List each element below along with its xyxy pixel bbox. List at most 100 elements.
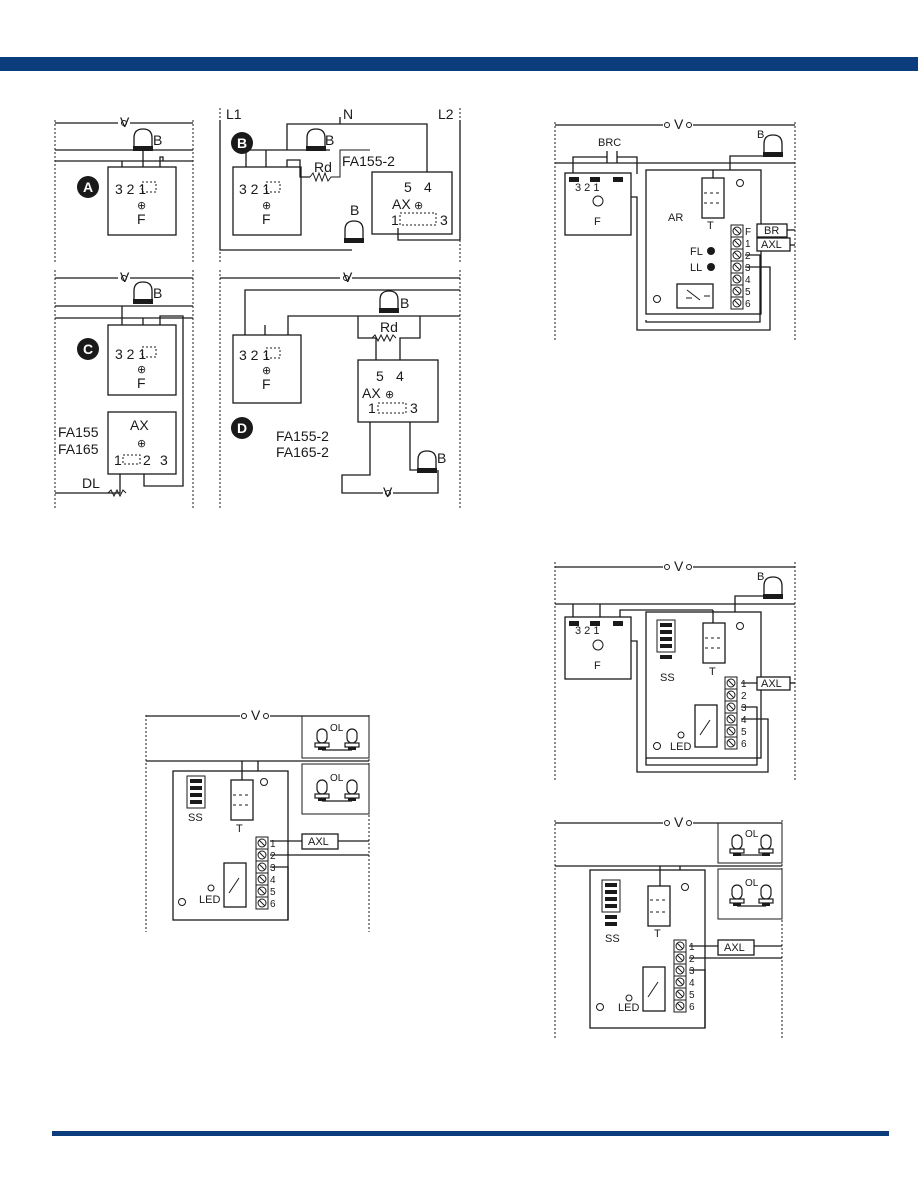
label-axl: AXL [724,942,745,954]
label-t: T [709,666,716,678]
footer-rule [52,1131,889,1136]
diagram-d: V B 3 2 1 ⊕ F Rd 5 4 AX ⊕ 1 3 V B D FA15… [219,269,461,510]
diagram-ss-ar: V B 3 2 1 F SS T LED 1 2 3 4 [554,558,796,782]
svg-text:1: 1 [741,679,747,690]
svg-text:3: 3 [689,966,695,977]
svg-text:4: 4 [689,978,695,989]
label-ax: AX [130,417,149,433]
label-ss: SS [188,812,203,824]
label-v: V [120,269,130,285]
terminals: 3 2 1 [575,182,599,194]
label-axl: AXL [761,678,782,690]
label-v: V [674,558,684,574]
ax-relay [107,411,177,475]
label-b: B [400,295,409,311]
bell-icon [305,128,327,152]
label-v: V [120,114,130,130]
svg-text:6: 6 [270,899,276,910]
label-fa165: FA165 [58,441,99,457]
label-led: LED [618,1002,639,1014]
svg-text:1: 1 [745,239,751,250]
terminal-t [701,177,725,219]
badge-b: B [237,135,247,151]
svg-text:5: 5 [270,887,276,898]
lamp-icon [314,728,330,751]
label-l2: L2 [438,106,454,122]
svg-text:4: 4 [741,715,747,726]
svg-text:⊕: ⊕ [385,389,394,401]
label-ol: OL [745,829,759,840]
lamp-icon [344,728,360,751]
label-ll: LL [690,262,702,274]
svg-text:4: 4 [745,275,751,286]
label-led: LED [670,741,691,753]
diagram-c: V B 3 2 1 ⊕ F C AX ⊕ 1 2 3 DL FA155 FA16… [54,269,194,510]
svg-text:2: 2 [745,251,751,262]
label-n: N [343,106,353,122]
terminal-t [230,779,254,821]
svg-text:⊕: ⊕ [137,438,146,450]
terminal-t [702,622,726,664]
bell-icon [132,281,154,305]
bell-icon [416,450,438,474]
svg-text:⊕: ⊕ [262,200,271,212]
lamp-icon [314,779,330,802]
svg-text:3: 3 [745,263,751,274]
svg-text:5: 5 [745,287,751,298]
badge-a-icon [77,176,99,198]
label-1: 1 [391,212,399,228]
diagram-ss-ol-left: V OL OL SS T LED 1 2 3 4 5 [145,707,370,932]
terminals: 3 2 1 [115,181,146,197]
label-rd: Rd [380,319,398,335]
detector-f [232,334,302,404]
svg-text:5: 5 [741,727,747,738]
terminals: 3 2 1 [239,347,270,363]
terminals: 3 2 1 [115,346,146,362]
lamp-icon [758,834,774,857]
svg-text:1: 1 [270,839,276,850]
label-ss: SS [660,672,675,684]
label-ol: OL [745,878,759,889]
label-f: F [594,216,601,228]
terminals: 3 2 1 [239,181,270,197]
detector-f [564,172,632,236]
badge-d: D [237,420,247,436]
label-ar: AR [668,212,683,224]
label-ax: AX [362,385,381,401]
detector-f [107,324,177,396]
diagram-ss-ol-right: V OL OL SS T LED 1 2 3 4 [554,814,783,1040]
label-b: B [757,571,764,583]
svg-text:1: 1 [689,942,695,953]
label-b: B [325,132,334,148]
detector-f [232,166,302,236]
label-v: V [383,484,393,500]
label-ol: OL [330,723,344,734]
label-1: 1 [368,400,376,416]
svg-text:⊕: ⊕ [137,200,146,212]
svg-text:F: F [745,227,751,238]
label-3: 3 [410,400,418,416]
badge-c-icon [77,338,99,360]
label-ax: AX [392,196,411,212]
terminals: 3 2 1 [575,625,599,637]
lamp-icon [729,834,745,857]
svg-text:5: 5 [689,990,695,1001]
label-fa165-2: FA165-2 [276,444,329,460]
label-fa155-2: FA155-2 [342,153,395,169]
ax-relay [371,171,453,235]
label-1: 1 [114,452,122,468]
svg-text:6: 6 [745,299,751,310]
detector-f [564,616,632,680]
label-led: LED [199,894,220,906]
label-v: V [343,269,353,285]
label-b: B [153,132,162,148]
label-f: F [594,660,601,672]
label-fa155-2: FA155-2 [276,428,329,444]
svg-text:4: 4 [270,875,276,886]
svg-text:2: 2 [741,691,747,702]
label-t: T [707,220,714,232]
svg-text:⊕: ⊕ [262,365,271,377]
label-b: B [757,129,764,141]
label-v: V [674,116,684,132]
label-v: V [674,814,684,830]
